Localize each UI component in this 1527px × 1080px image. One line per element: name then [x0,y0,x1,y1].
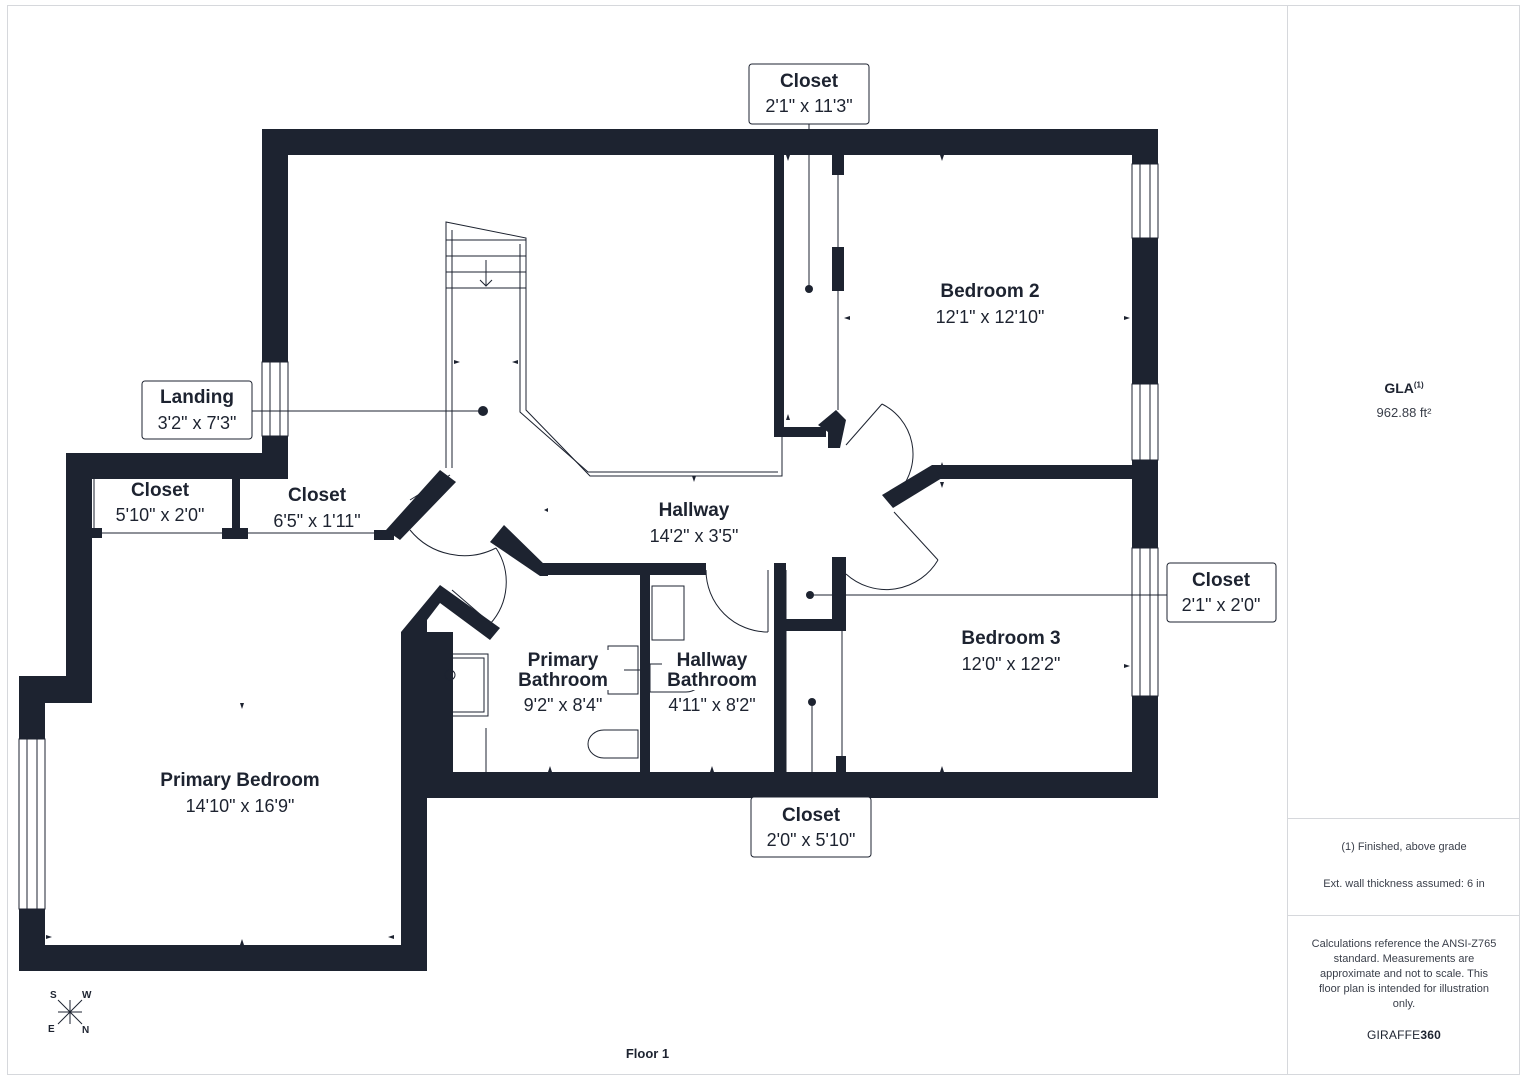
brand-logo: GIRAFFE360 [1366,1028,1442,1042]
dimension-markers [46,155,1130,945]
room-name: Primary [528,650,599,671]
room-name: Primary Bedroom [160,770,319,791]
disclaimer: Calculations reference the ANSI-Z765 sta… [1311,938,1497,1010]
callout-name: Landing [160,387,234,408]
room-name: Closet [288,485,347,506]
callout-dimension: 2'0" x 5'10" [767,830,856,850]
room-name: Closet [131,480,190,501]
compass-west: W [82,990,92,1001]
room-name: Bathroom [518,670,608,691]
room-label-bedroom-3: Bedroom 3 12'0" x 12'2" [961,628,1060,674]
callout-dimension: 2'1" x 2'0" [1182,595,1261,615]
compass-north: N [82,1025,89,1036]
room-name: Hallway [677,650,748,671]
footnote-finished: (1) Finished, above grade [1341,841,1467,853]
gla-value: 962.88 ft² [1376,405,1432,420]
page-frame [7,5,1520,1075]
callout-dimension: 2'1" x 11'3" [765,96,852,116]
interior-walls [92,155,1132,772]
room-dimension: 12'0" x 12'2" [962,654,1061,674]
callout-name: Closet [780,71,839,92]
room-label-bedroom-2: Bedroom 2 12'1" x 12'10" [936,281,1045,327]
windows [18,163,1159,910]
room-label-hallway: Hallway 14'2" x 3'5" [650,500,739,546]
room-dimension: 14'10" x 16'9" [186,796,295,816]
compass-south: S [50,990,57,1001]
room-label-closet-left: Closet 5'10" x 2'0" [116,480,205,525]
room-name: Bedroom 2 [940,281,1039,302]
side-panel-rule [1287,818,1520,819]
room-dimension: 12'1" x 12'10" [936,307,1045,327]
room-dimension: 9'2" x 8'4" [524,695,603,715]
callout-closet-right: Closet 2'1" x 2'0" [1166,562,1277,623]
room-dimension: 5'10" x 2'0" [116,505,205,525]
floor-label: Floor 1 [625,1046,670,1061]
gla-block: GLA(1) 962.88 ft² [1288,380,1520,420]
callout-closet-top: Closet 2'1" x 11'3" [748,63,870,125]
floor-plan: Bedroom 2 12'1" x 12'10" Bedroom 3 12'0"… [18,63,1277,1036]
room-name: Hallway [659,500,730,521]
compass-rose: S W E N [48,990,92,1036]
callout-name: Closet [1192,570,1251,591]
callout-name: Closet [782,805,841,826]
room-dimension: 6'5" x 1'11" [273,511,360,531]
room-name: Bedroom 3 [961,628,1060,649]
room-label-primary-bathroom: Primary Bathroom 9'2" x 8'4" [514,650,612,715]
exterior-walls [19,129,1158,971]
room-label-hallway-bathroom: Hallway Bathroom 4'11" x 8'2" [662,650,762,715]
stairs [445,221,783,477]
gla-title: GLA(1) [1384,380,1424,396]
compass-east: E [48,1024,55,1035]
callout-leaders [252,124,1167,797]
callout-closet-bottom: Closet 2'0" x 5'10" [750,796,872,858]
callout-landing: Landing 3'2" x 7'3" [141,380,253,440]
gla-footnote-mark: (1) [1413,380,1424,390]
callout-dimension: 3'2" x 7'3" [158,413,237,433]
room-label-primary-bedroom: Primary Bedroom 14'10" x 16'9" [160,770,319,816]
side-panel-divider [1287,5,1288,1075]
room-dimension: 14'2" x 3'5" [650,526,739,546]
room-name: Bathroom [667,670,757,691]
footnote-wall-thickness: Ext. wall thickness assumed: 6 in [1323,878,1485,890]
doors [93,175,939,772]
room-label-closet-mid: Closet 6'5" x 1'11" [273,485,360,531]
room-dimension: 4'11" x 8'2" [668,695,755,715]
side-panel-rule [1287,915,1520,916]
